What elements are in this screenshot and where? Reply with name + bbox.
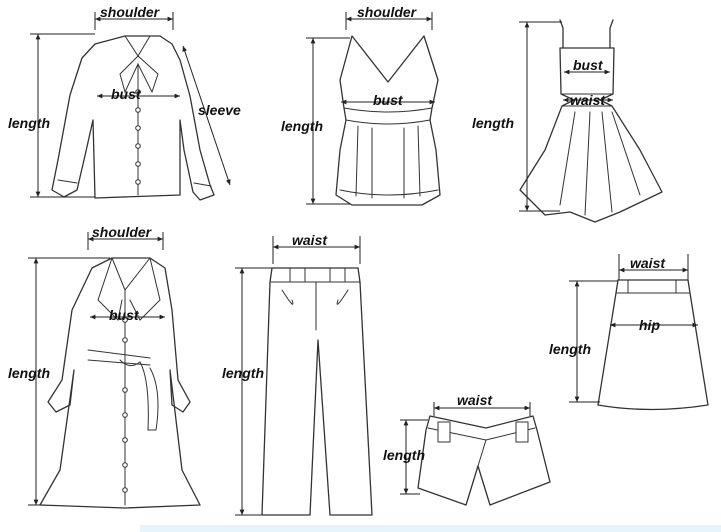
shorts-drawing	[417, 415, 551, 506]
dress-length-label: length	[472, 115, 514, 131]
shirt-drawing	[51, 35, 215, 201]
skirt-drawing	[597, 279, 709, 411]
bottom-strip	[140, 525, 721, 532]
coat-shoulder-label: shoulder	[92, 224, 153, 240]
vest-length-label: length	[281, 118, 323, 134]
shorts-length-label: length	[383, 447, 425, 463]
shirt-bust-label: bust	[111, 86, 142, 102]
shirt-measurements: shoulder bust length sleeve	[8, 4, 241, 198]
vest-drawing	[335, 35, 441, 206]
vest-bust-label: bust	[373, 92, 404, 108]
vest-shoulder-label: shoulder	[357, 4, 418, 20]
dress-waist-label: waist	[570, 92, 606, 108]
coat-bust-label: bust	[109, 307, 140, 323]
shirt-sleeve-label: sleeve	[198, 102, 241, 118]
skirt-length-label: length	[549, 341, 591, 357]
coat-drawing	[39, 257, 201, 509]
dress-drawing	[519, 19, 663, 223]
coat-measurements: shoulder bust length	[8, 224, 165, 506]
shorts-measurements: waist length	[383, 392, 531, 495]
skirt-measurements: waist hip length	[549, 254, 698, 403]
skirt-waist-label: waist	[630, 255, 666, 271]
shorts-waist-label: waist	[457, 392, 493, 408]
pants-length-label: length	[222, 365, 264, 381]
dress-measurements: bust waist length	[472, 21, 613, 212]
shirt-shoulder-label: shoulder	[100, 4, 161, 20]
pants-drawing	[261, 267, 373, 516]
shirt-length-label: length	[8, 115, 50, 131]
skirt-hip-label: hip	[639, 317, 660, 333]
pants-measurements: waist length	[222, 232, 361, 516]
pants-waist-label: waist	[292, 232, 328, 248]
coat-length-label: length	[8, 365, 50, 381]
dress-bust-label: bust	[573, 57, 604, 73]
vest-measurements: shoulder bust length	[281, 4, 435, 205]
